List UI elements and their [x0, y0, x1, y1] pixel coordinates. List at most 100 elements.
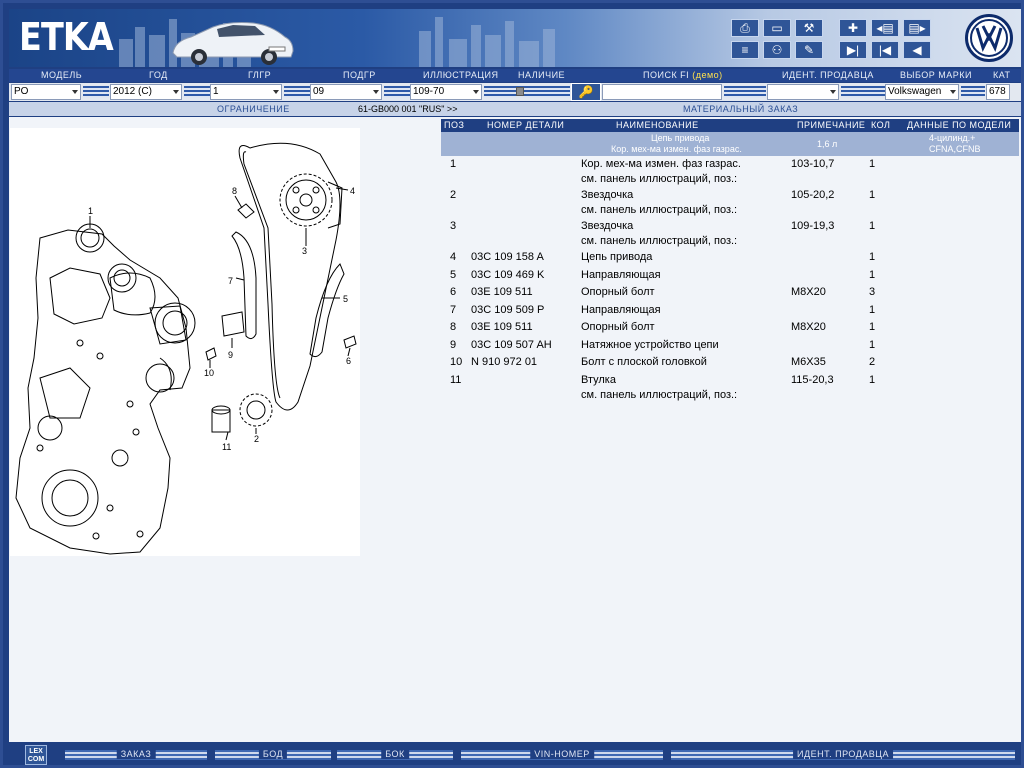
vin-button[interactable]: VIN-НОМЕР	[461, 749, 663, 760]
key-search-button[interactable]: 🔑	[571, 83, 601, 101]
cell-note: 103-10,7	[791, 158, 835, 170]
cell-name: Опорный болт	[581, 321, 655, 333]
pencil-icon[interactable]: ✎	[795, 41, 823, 59]
cell-pos: 6	[450, 286, 457, 298]
stock-indicator[interactable]	[516, 87, 524, 96]
cell-name-ref[interactable]: см. панель иллюстраций, поз.:	[581, 204, 738, 216]
cell-pos: 1	[450, 158, 457, 170]
network-icon[interactable]: ⚇	[763, 41, 791, 59]
separator	[83, 86, 109, 98]
col-pos[interactable]: ПОЗ	[444, 120, 465, 130]
prev-page-icon[interactable]: ◂▤	[871, 19, 899, 37]
cell-name-ref[interactable]: см. панель иллюстраций, поз.:	[581, 388, 738, 401]
separator	[961, 86, 985, 98]
cell-name: Болт с плоской головкой	[581, 356, 707, 368]
cell-name: Втулка	[581, 373, 616, 386]
order-button[interactable]: ЗАКАЗ	[65, 749, 207, 760]
last-icon[interactable]: ▶|	[839, 41, 867, 59]
printer-list-icon[interactable]: ≡	[731, 41, 759, 59]
label-search: ПОИСК FI (демо)	[643, 70, 723, 80]
brand-select[interactable]: Volkswagen	[885, 84, 959, 100]
label-illustration: ИЛЛЮСТРАЦИЯ	[423, 70, 499, 80]
cell-name: Направляющая	[581, 303, 661, 316]
label-dealer-id: ИДЕНТ. ПРОДАВЦА	[782, 70, 874, 80]
cell-note: 105-20,2	[791, 189, 835, 201]
callout-11: 11	[222, 442, 231, 452]
cell-qty: 1	[869, 268, 876, 281]
col-part-number[interactable]: НОМЕР ДЕТАЛИ	[487, 120, 565, 130]
cell-name: Цепь привода	[581, 251, 653, 263]
cell-note: M8X20	[791, 321, 826, 333]
cell-part-number: N 910 972 01	[471, 356, 538, 368]
main-content: 1 2 3 4 5 8 6 7 9 10 11 ПОЗ НОМЕР ДЕТАЛИ…	[9, 117, 1021, 742]
dealer-select[interactable]	[767, 84, 839, 100]
cell-pos: 7	[450, 303, 457, 316]
cell-pos: 5	[450, 268, 457, 281]
label-year: ГОД	[149, 70, 168, 80]
cell-pos: 4	[450, 251, 457, 263]
pin-icon[interactable]: ✚	[839, 19, 867, 37]
bod-button[interactable]: БОД	[215, 749, 331, 760]
group-model-1: 4-цилинд.+	[929, 133, 976, 143]
callout-7: 7	[228, 276, 233, 286]
restriction-label[interactable]: ОГРАНИЧЕНИЕ	[217, 104, 290, 114]
callout-3: 3	[302, 246, 307, 256]
toolbar: ⎙ ▭ ⚒ ≡ ⚇ ✎ ✚ ◂▤ ▤▸ ▶| |◀ ◀	[731, 19, 931, 63]
separator	[184, 86, 210, 98]
cell-pos: 3	[450, 220, 457, 232]
cell-pos: 10	[450, 356, 463, 368]
cell-part-number: 03C 109 509 P	[471, 303, 545, 316]
next-page-icon[interactable]: ▤▸	[903, 19, 931, 37]
table-header: ПОЗ НОМЕР ДЕТАЛИ НАИМЕНОВАНИЕ ПРИМЕЧАНИЕ…	[441, 119, 1019, 132]
dealer-id-button[interactable]: ИДЕНТ. ПРОДАВЦА	[671, 749, 1015, 760]
col-note[interactable]: ПРИМЕЧАНИЕ	[797, 120, 866, 130]
group-subtitle: Кор. мех-ма измен. фаз газрас.	[611, 144, 742, 154]
callout-2: 2	[254, 434, 259, 444]
model-select[interactable]: PO	[11, 84, 81, 100]
catalog-field[interactable]: 678	[986, 84, 1010, 100]
cell-qty: 1	[869, 220, 876, 232]
subgroup-select[interactable]: 09	[310, 84, 382, 100]
cell-qty: 1	[869, 373, 876, 386]
material-order-link[interactable]: МАТЕРИАЛЬНЫЙ ЗАКАЗ	[683, 104, 799, 114]
illustration-select[interactable]: 109-70	[410, 84, 482, 100]
separator	[284, 86, 310, 98]
mg-select[interactable]: 1	[210, 84, 282, 100]
cell-qty: 1	[869, 158, 876, 170]
col-name[interactable]: НАИМЕНОВАНИЕ	[616, 120, 699, 130]
window-icon[interactable]: ▭	[763, 19, 791, 37]
cell-name: Звездочка	[581, 220, 634, 232]
back-icon[interactable]: ◀	[903, 41, 931, 59]
col-qty[interactable]: КОЛ	[871, 120, 891, 130]
cell-qty: 1	[869, 338, 876, 351]
tools-icon[interactable]: ⚒	[795, 19, 823, 37]
first-icon[interactable]: |◀	[871, 41, 899, 59]
cell-part-number: 03E 109 511	[471, 286, 533, 298]
year-select[interactable]: 2012 (C)	[110, 84, 182, 100]
bok-button[interactable]: БОК	[337, 749, 453, 760]
cell-name-ref[interactable]: см. панель иллюстраций, поз.:	[581, 173, 738, 185]
callout-10: 10	[204, 368, 214, 378]
col-model-data[interactable]: ДАННЫЕ ПО МОДЕЛИ	[907, 120, 1012, 130]
parts-illustration[interactable]: 1 2 3 4 5 8 6 7 9 10 11	[10, 128, 360, 556]
restriction-code[interactable]: 61-GB000 001 "RUS" >>	[358, 104, 458, 114]
search-input[interactable]	[602, 84, 722, 100]
print-icon[interactable]: ⎙	[731, 19, 759, 37]
cell-part-number: 03E 109 511	[471, 321, 533, 333]
cell-name-ref[interactable]: см. панель иллюстраций, поз.:	[581, 235, 738, 247]
filter-labels: МОДЕЛЬ ГОД ГЛГР ПОДГР ИЛЛЮСТРАЦИЯ НАЛИЧИ…	[9, 69, 1021, 82]
cell-note: M8X20	[791, 286, 826, 298]
